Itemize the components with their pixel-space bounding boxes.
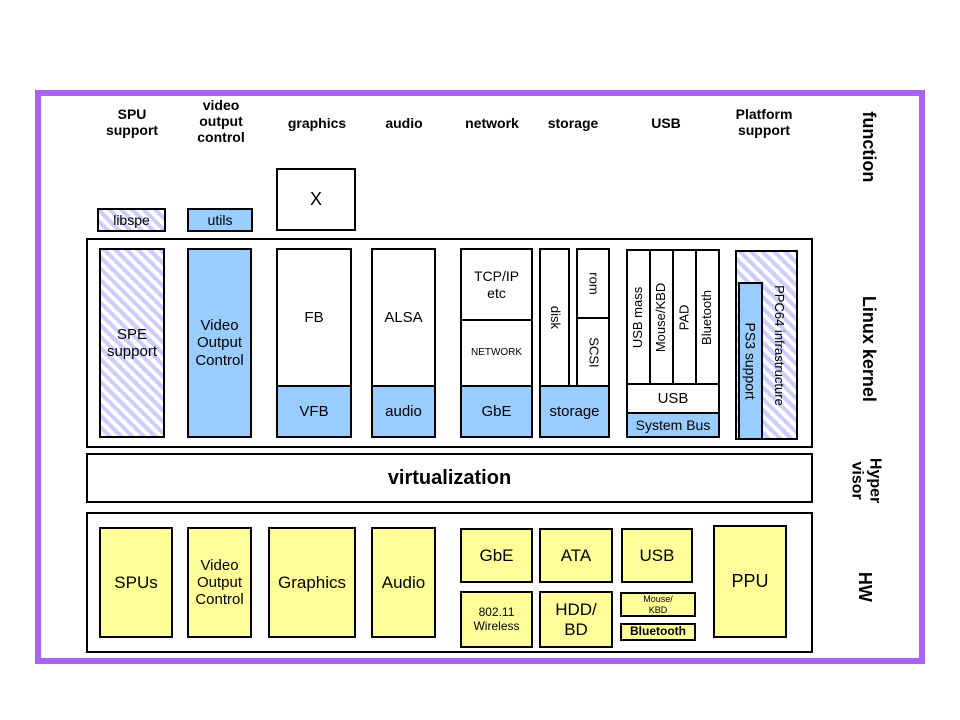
hw-box-video-output-control: Video Output Control <box>187 527 252 638</box>
box-libspe: libspe <box>97 208 166 232</box>
heading-audio: audio <box>385 115 423 131</box>
rom-label: rom <box>586 272 602 295</box>
kernel-box-video-output-control: Video Output Control <box>187 248 252 438</box>
heading-usb: USB <box>651 115 681 131</box>
kernel-box-disk: disk <box>539 248 570 387</box>
kernel-box-audio: audio <box>371 385 436 438</box>
usb-mass-label: USB mass <box>630 286 646 348</box>
hw-box-bluetooth: Bluetooth <box>620 623 696 641</box>
kernel-box-spe-support: SPE support <box>99 248 165 438</box>
hw-box-graphics: Graphics <box>268 527 356 638</box>
hw-box-ppu: PPU <box>713 525 787 638</box>
ps3-support-label: PS3 support <box>742 322 759 400</box>
box-x-server: X <box>276 168 356 231</box>
kernel-box-pad: PAD <box>672 249 697 385</box>
heading-storage: storage <box>547 115 599 131</box>
kernel-box-scsi: SCSI <box>576 317 610 387</box>
kernel-box-gbe: GbE <box>460 385 533 438</box>
heading-spu-support: SPU support <box>105 106 159 139</box>
ppc64-label: PPC64 infrastructure <box>771 284 787 406</box>
heading-network: network <box>465 115 519 131</box>
kernel-box-mouse-kbd: Mouse/KBD <box>649 249 674 385</box>
hw-box-gbe: GbE <box>460 528 533 583</box>
hypervisor-virtualization-box: virtualization <box>86 453 813 503</box>
kernel-box-usb-mass: USB mass <box>626 249 651 385</box>
kernel-box-network: NETWORK <box>460 319 533 387</box>
heading-graphics: graphics <box>287 115 347 131</box>
kernel-box-ps3-support: PS3 support <box>738 282 763 440</box>
kernel-box-system-bus: System Bus <box>626 412 720 438</box>
heading-video-output-control: video output control <box>197 97 245 146</box>
kernel-box-rom: rom <box>576 248 610 319</box>
hw-box-mouse-kbd: Mouse/ KBD <box>620 592 696 617</box>
disk-label: disk <box>547 305 563 330</box>
kernel-box-vfb: VFB <box>276 385 352 438</box>
hw-box-ata: ATA <box>539 528 613 583</box>
scsi-label: SCSI <box>586 336 602 368</box>
hw-box-spus: SPUs <box>99 527 173 638</box>
heading-platform-support: Platform support <box>735 106 793 139</box>
kernel-box-usb: USB <box>626 383 720 414</box>
bluetooth-label: Bluetooth <box>699 289 715 345</box>
kernel-box-alsa: ALSA <box>371 248 436 387</box>
layer-label-linux-kernel: Linux kernel <box>858 295 879 402</box>
kernel-box-storage: storage <box>539 385 610 438</box>
pad-label: PAD <box>676 304 692 330</box>
mouse-kbd-label: Mouse/KBD <box>653 282 669 352</box>
layer-label-function: function <box>858 111 879 183</box>
kernel-box-bluetooth: Bluetooth <box>695 249 720 385</box>
hw-box-hdd-bd: HDD/ BD <box>539 591 613 648</box>
layer-label-hw: HW <box>854 571 875 602</box>
hw-box-wireless: 802.11 Wireless <box>460 591 533 648</box>
hw-box-usb: USB <box>621 528 693 583</box>
kernel-box-fb: FB <box>276 248 352 387</box>
box-utils: utils <box>187 208 253 232</box>
layer-label-hypervisor: Hyper visor <box>849 457 884 504</box>
hw-box-audio: Audio <box>371 527 436 638</box>
kernel-box-tcpip: TCP/IP etc <box>460 248 533 321</box>
